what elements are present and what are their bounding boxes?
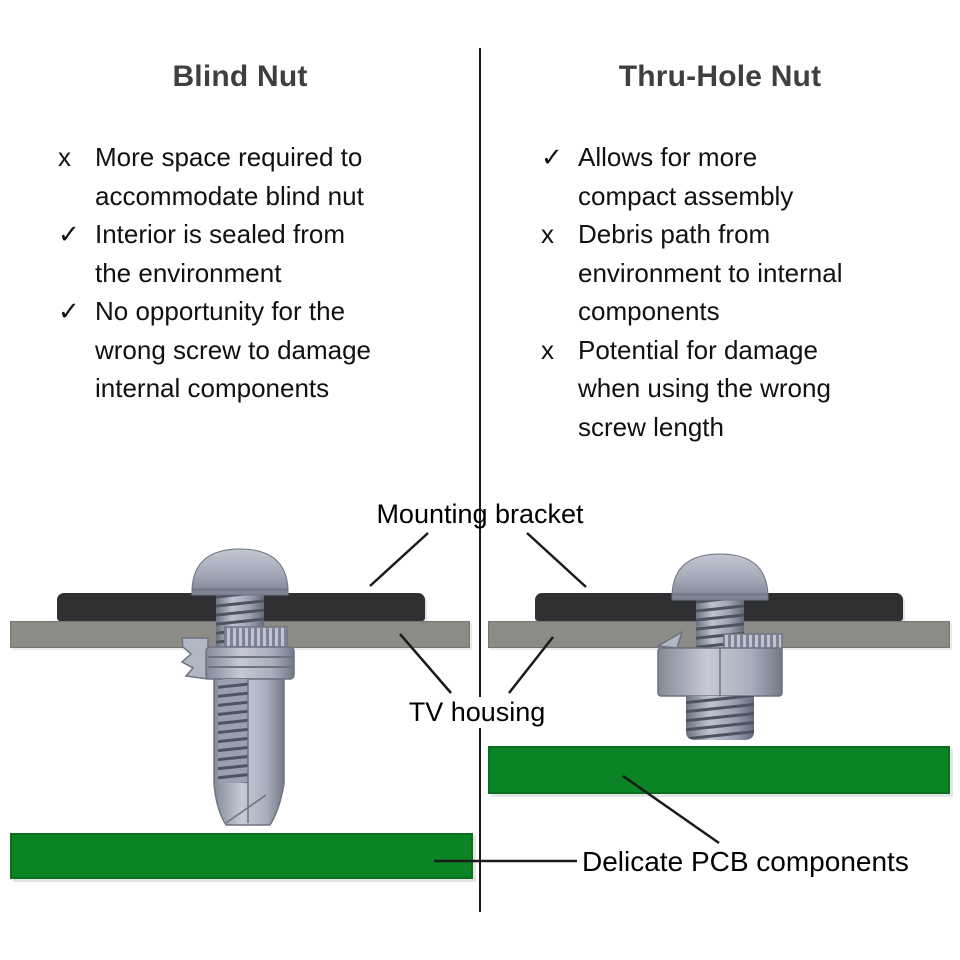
list-text: Debris path from (578, 219, 771, 249)
list-item: x Debris path from environment to intern… (541, 215, 842, 331)
list-text: compact assembly (578, 180, 794, 211)
list-text: internal components (95, 373, 330, 403)
list-text: More space required to (95, 142, 363, 172)
list-text: environment to internal (578, 257, 843, 288)
check-marker: ✓ (541, 142, 563, 172)
blind-nut-title: Blind Nut (172, 60, 308, 93)
list-text: the environment (95, 257, 282, 288)
con-marker: x (541, 219, 554, 249)
check-marker: ✓ (58, 219, 80, 249)
check-marker: ✓ (58, 296, 80, 326)
tv-housing-label: TV housing (402, 697, 552, 728)
bracket-leader-left (369, 532, 429, 587)
thru-hole-nut-title: Thru-Hole Nut (618, 60, 822, 93)
list-text: components (578, 296, 720, 326)
con-marker: x (541, 334, 554, 365)
pcb-components-label: Delicate PCB components (580, 846, 911, 878)
list-text: wrong screw to damage (95, 334, 372, 365)
list-text: Allows for more (578, 142, 758, 172)
mounting-bracket-label: Mounting bracket (376, 499, 584, 529)
con-marker: x (58, 142, 71, 172)
list-text: accommodate blind nut (95, 180, 364, 211)
thru-hole-nut-list: ✓ Allows for more compact assembly x Deb… (541, 138, 842, 446)
list-text: when using the wrong (578, 373, 831, 403)
list-text: Interior is sealed from (95, 219, 345, 249)
pcb-bar-right (488, 746, 950, 794)
list-item: ✓ Allows for more compact assembly (541, 138, 842, 215)
list-text: screw length (578, 411, 724, 442)
list-item: x More space required to accommodate bli… (58, 138, 371, 215)
list-item: ✓ Interior is sealed from the environmen… (58, 215, 371, 292)
list-text: No opportunity for the (95, 296, 346, 326)
list-item: ✓ No opportunity for the wrong screw to … (58, 292, 371, 408)
blind-nut-list: x More space required to accommodate bli… (58, 138, 371, 408)
blind-nut-screw-illustration (180, 548, 295, 826)
list-text: Potential for damage (578, 334, 818, 365)
bracket-leader-right (526, 532, 587, 588)
thru-hole-nut-screw-illustration (655, 553, 783, 740)
list-item: x Potential for damage when using the wr… (541, 331, 842, 447)
pcb-bar-left (10, 833, 473, 879)
